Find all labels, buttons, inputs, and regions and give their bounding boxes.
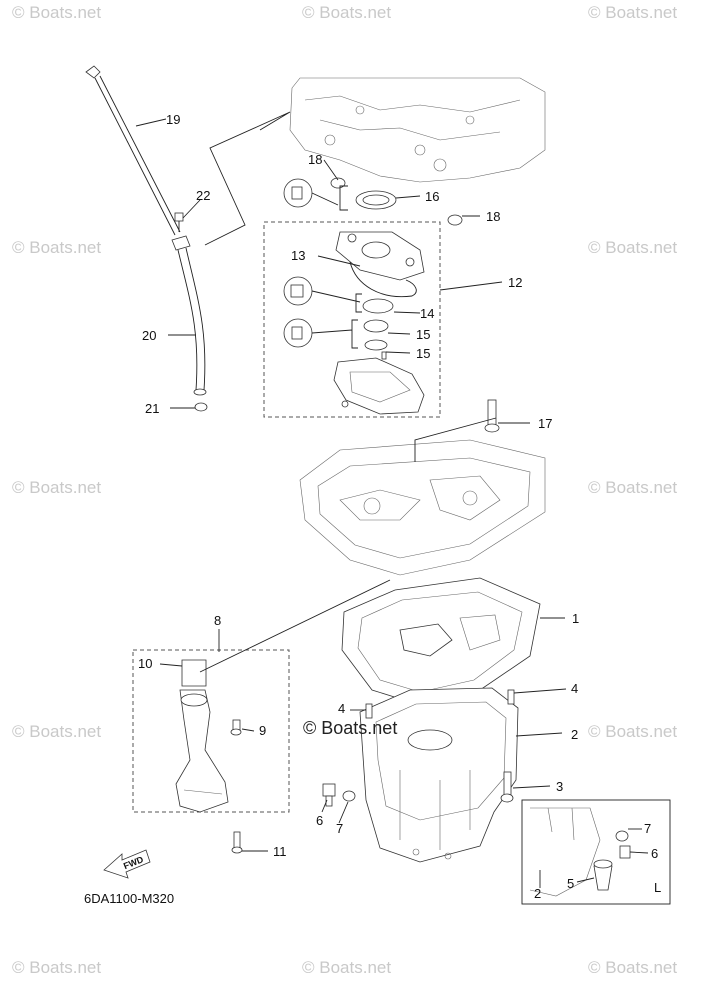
drain-plug-6 (322, 783, 336, 807)
watermark: © Boats.net (302, 958, 392, 977)
oil-seal-16 (355, 190, 397, 210)
bolt-9 (230, 719, 242, 736)
dowel-4a (365, 703, 373, 719)
fwd-arrow-icon: FWD (103, 849, 151, 879)
gasket-10 (181, 659, 207, 687)
oil-pan-gasket-1 (341, 577, 541, 706)
inset-label: L (654, 880, 661, 895)
callout-4b: 4 (571, 681, 578, 696)
callout-18-right: 18 (486, 209, 500, 224)
drain-plug-5 (593, 859, 613, 891)
grease-icon (283, 276, 313, 306)
callout-6a: 6 (316, 813, 323, 828)
callout-21: 21 (145, 401, 159, 416)
dipstick-guide-tube (171, 235, 207, 396)
oil-strainer (175, 689, 229, 813)
inset-box (521, 799, 671, 905)
gasket-13 (349, 261, 417, 298)
callout-3: 3 (556, 779, 563, 794)
callout-20: 20 (142, 328, 156, 343)
callout-2: 2 (571, 727, 578, 742)
callout-7a: 7 (336, 821, 343, 836)
callout-4a: 4 (338, 701, 345, 716)
watermark: © Boats.net (588, 478, 678, 497)
watermark: © Boats.net (588, 3, 678, 22)
watermark: © Boats.net (12, 722, 102, 741)
bolt-11 (231, 831, 243, 854)
grease-icon (283, 318, 313, 348)
guide-bolt (174, 212, 184, 232)
leader-lines (135, 111, 649, 888)
callout-9: 9 (259, 723, 266, 738)
oil-pan-2 (359, 687, 519, 863)
watermark: © Boats.net (12, 478, 102, 497)
callout-16: 16 (425, 189, 439, 204)
o-ring-18-top (330, 177, 346, 189)
exhaust-guide-plate (299, 439, 546, 576)
oil-pump-housing (335, 231, 425, 281)
gasket-7 (342, 790, 356, 802)
watermark: © Boats.net (12, 238, 102, 257)
watermark: © Boats.net (302, 3, 392, 22)
center-watermark: © Boats.net (303, 718, 398, 738)
callout-7b: 7 (644, 821, 651, 836)
drain-plug-6-inset (619, 845, 631, 859)
bolt-3 (500, 771, 514, 803)
o-ring-21 (194, 402, 208, 412)
callout-1: 1 (572, 611, 579, 626)
diagram-code: 6DA1100-M320 (84, 891, 175, 906)
grease-icon (283, 178, 313, 208)
callout-18-top: 18 (308, 152, 322, 167)
bolt-17 (484, 399, 500, 433)
seal-15a (363, 319, 389, 333)
callout-13: 13 (291, 248, 305, 263)
gasket-7-inset (615, 830, 629, 842)
watermark: © Boats.net (588, 958, 678, 977)
o-ring-18-right (447, 214, 463, 226)
callout-8: 8 (214, 613, 221, 628)
callout-6b: 6 (651, 846, 658, 861)
callout-11: 11 (273, 844, 287, 859)
watermark: © Boats.net (12, 958, 102, 977)
inset-oil-pan (529, 807, 601, 897)
dowel-pin (381, 351, 387, 360)
watermark: © Boats.net (588, 238, 678, 257)
oil-pump-body (333, 357, 425, 415)
callout-10: 10 (138, 656, 152, 671)
callout-22: 22 (196, 188, 210, 203)
callout-5: 5 (567, 876, 574, 891)
group-12-box (263, 221, 441, 418)
watermark: © Boats.net (12, 3, 102, 22)
callout-2b: 2 (534, 886, 541, 901)
watermark: © Boats.net (588, 722, 678, 741)
callout-12: 12 (508, 275, 522, 290)
callout-15a: 15 (416, 327, 430, 342)
seal-15b (364, 339, 388, 351)
callout-15b: 15 (416, 346, 430, 361)
callout-19: 19 (166, 112, 180, 127)
oil-dipstick (85, 65, 181, 236)
dowel-4b (507, 689, 515, 705)
power-head-block (289, 77, 546, 183)
callout-14: 14 (420, 306, 434, 321)
seal-14 (362, 298, 394, 314)
group-8-box (132, 649, 290, 813)
callout-17: 17 (538, 416, 552, 431)
